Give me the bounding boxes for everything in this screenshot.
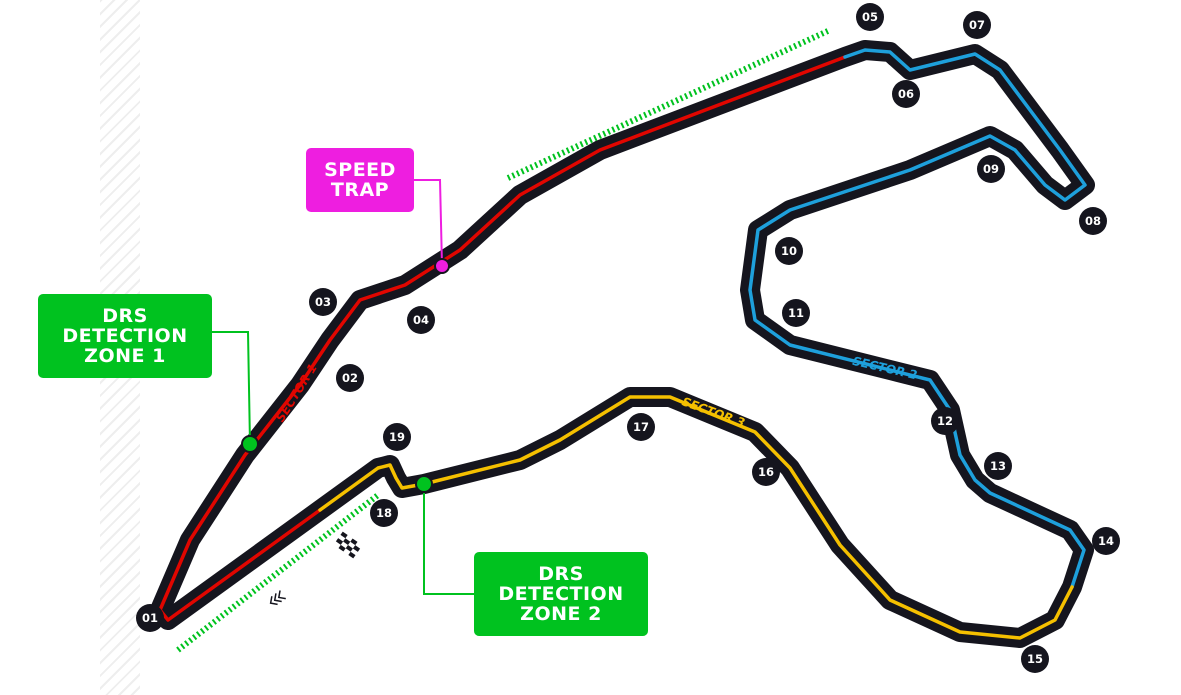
turn-badge-16: 16 xyxy=(752,458,780,486)
turn-badge-circle xyxy=(407,306,435,334)
drs-detection-point-1 xyxy=(241,435,259,453)
drs-zone-main-straight xyxy=(506,27,832,181)
turn-badge-circle xyxy=(1021,645,1049,673)
turn-badge-circle xyxy=(1092,527,1120,555)
turn-badge-01: 01 xyxy=(136,604,164,632)
turn-number-label: 07 xyxy=(969,18,985,32)
turn-badge-14: 14 xyxy=(1092,527,1120,555)
turn-badge-circle xyxy=(752,458,780,486)
turn-badge-17: 17 xyxy=(627,413,655,441)
turn-badge-07: 07 xyxy=(963,11,991,39)
turn-number-label: 13 xyxy=(990,459,1006,473)
turn-number-label: 12 xyxy=(937,414,953,428)
turn-number-label: 10 xyxy=(781,244,797,258)
speed-trap-point xyxy=(434,258,450,274)
turn-badge-09: 09 xyxy=(977,155,1005,183)
sector-1-label: SECTOR 1 xyxy=(273,361,320,424)
turn-badge-circle xyxy=(627,413,655,441)
sector-1-line xyxy=(158,55,847,622)
drs-detection-zone-1-callout: DRS DETECTION ZONE 1 xyxy=(38,294,212,378)
turn-badge-circle xyxy=(984,452,1012,480)
turn-number-label: 01 xyxy=(142,611,158,625)
turn-badge-05: 05 xyxy=(856,3,884,31)
turn-number-label: 02 xyxy=(342,371,358,385)
turn-badge-13: 13 xyxy=(984,452,1012,480)
chequered-flag-icon xyxy=(333,531,363,559)
turn-badge-08: 08 xyxy=(1079,207,1107,235)
turn-badge-11: 11 xyxy=(782,299,810,327)
turn-badge-15: 15 xyxy=(1021,645,1049,673)
turn-badge-circle xyxy=(782,299,810,327)
turn-number-label: 15 xyxy=(1027,652,1043,666)
drs-zone-2-leader xyxy=(423,484,474,595)
turn-badge-19: 19 xyxy=(383,423,411,451)
turn-number-label: 04 xyxy=(413,313,429,327)
drs-detection-zone-1-text: DRS DETECTION ZONE 1 xyxy=(62,305,188,367)
turn-badge-circle xyxy=(856,3,884,31)
turn-number-label: 14 xyxy=(1098,534,1114,548)
turn-badge-circle xyxy=(977,155,1005,183)
direction-chevrons-icon xyxy=(269,590,286,606)
sector-3-line xyxy=(318,395,1074,640)
turn-badge-06: 06 xyxy=(892,80,920,108)
drs-detection-zone-2-callout: DRS DETECTION ZONE 2 xyxy=(474,552,648,636)
speed-trap-leader xyxy=(414,179,443,267)
turn-badges: 01 02 03 04 05 06 07 08 09 10 11 12 13 14 15 16 17 18 19 xyxy=(136,3,1120,673)
drs-zone-1-leader xyxy=(212,331,251,445)
turn-badge-18: 18 xyxy=(370,499,398,527)
turn-number-label: 19 xyxy=(389,430,405,444)
turn-number-label: 06 xyxy=(898,87,914,101)
turn-number-label: 11 xyxy=(788,306,804,320)
turn-badge-circle xyxy=(892,80,920,108)
turn-badge-circle xyxy=(136,604,164,632)
turn-badge-circle xyxy=(1079,207,1107,235)
turn-badge-circle xyxy=(931,407,959,435)
turn-badge-12: 12 xyxy=(931,407,959,435)
turn-number-label: 17 xyxy=(633,420,649,434)
turn-badge-02: 02 xyxy=(336,364,364,392)
turn-number-label: 08 xyxy=(1085,214,1101,228)
turn-number-label: 09 xyxy=(983,162,999,176)
sector-2-line xyxy=(748,48,1087,589)
turn-badge-circle xyxy=(309,288,337,316)
turn-badge-circle xyxy=(963,11,991,39)
turn-number-label: 05 xyxy=(862,10,878,24)
drs-detection-zone-2-text: DRS DETECTION ZONE 2 xyxy=(498,563,624,625)
turn-number-label: 03 xyxy=(315,295,331,309)
speed-trap-text: SPEED TRAP xyxy=(324,159,396,201)
turn-badge-10: 10 xyxy=(775,237,803,265)
turn-badge-circle xyxy=(775,237,803,265)
turn-badge-circle xyxy=(383,423,411,451)
drs-detection-point-2 xyxy=(415,475,433,493)
turn-number-label: 18 xyxy=(376,506,392,520)
turn-badge-circle xyxy=(370,499,398,527)
turn-number-label: 16 xyxy=(758,465,774,479)
speed-trap-callout: SPEED TRAP xyxy=(306,148,414,212)
track-outline xyxy=(150,40,1095,648)
turn-badge-circle xyxy=(336,364,364,392)
turn-badge-04: 04 xyxy=(407,306,435,334)
drs-zone-start-straight xyxy=(176,492,380,653)
turn-badge-03: 03 xyxy=(309,288,337,316)
